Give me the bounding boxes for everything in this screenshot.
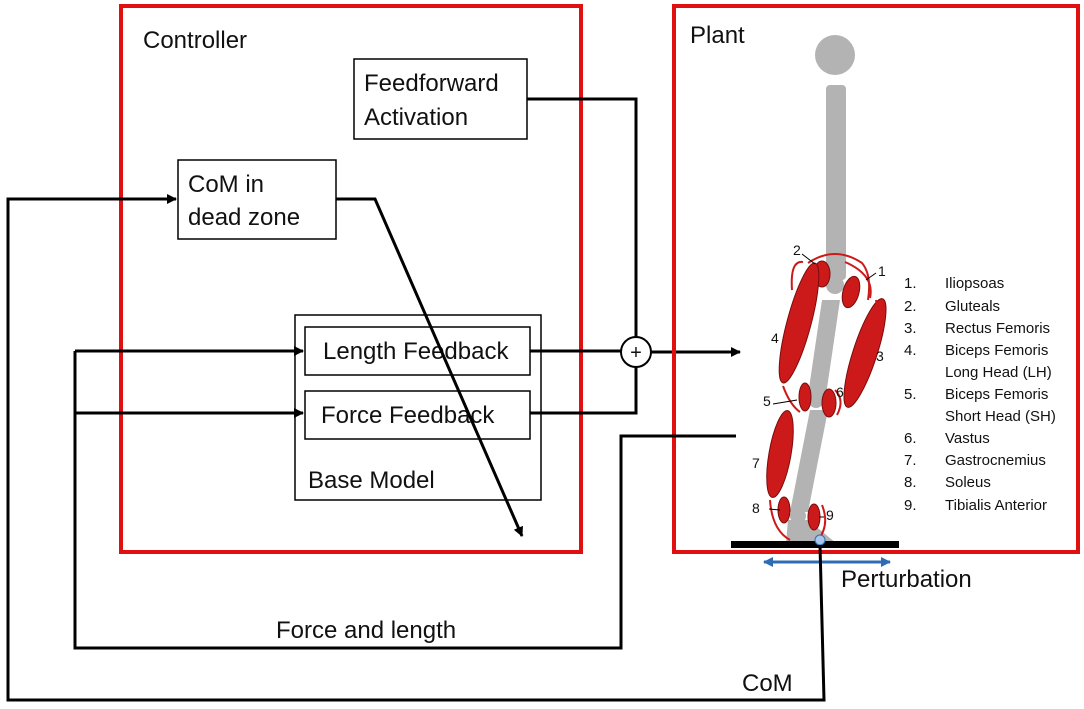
- ground-platform: [731, 541, 899, 548]
- com-dead-zone-label: CoM in dead zone: [188, 171, 300, 231]
- force-feedback-box: [304, 390, 531, 440]
- head-shape: [815, 35, 855, 75]
- plant-title: Plant: [690, 22, 745, 49]
- muscle-number-3: 3: [876, 348, 884, 364]
- legend-num-8: 8.: [904, 474, 917, 491]
- legend-label-9: Tibialis Anterior: [945, 497, 1047, 514]
- legend-num-7: 7.: [904, 452, 917, 469]
- muscle-number-9: 9: [826, 507, 834, 523]
- force-feedback-line: [530, 367, 638, 415]
- muscle-biceps-femoris-lh: [778, 262, 820, 384]
- controller-title: Controller: [143, 27, 247, 54]
- skeleton-figure: [786, 35, 855, 543]
- legend-num-9: 9.: [904, 497, 917, 514]
- legend-label-6: Vastus: [945, 430, 990, 447]
- muscle-biceps-femoris-sh: [798, 382, 812, 412]
- legend-num-4: 4.: [904, 342, 917, 359]
- muscle-number-2: 2: [793, 242, 801, 258]
- muscle-iliopsoas: [841, 275, 861, 309]
- legend-label-4a: Biceps Femoris: [945, 342, 1048, 359]
- legend-label-4b: Long Head (LH): [945, 364, 1052, 381]
- base-model-label: Base Model: [308, 467, 435, 494]
- muscle-number-8: 8: [752, 500, 760, 516]
- force-and-length-label: Force and length: [276, 617, 456, 644]
- feedforward-line: [527, 97, 638, 337]
- legend-num-1: 1.: [904, 275, 917, 292]
- legend-label-1: Iliopsoas: [945, 275, 1004, 292]
- muscle-number-7: 7: [752, 455, 760, 471]
- legend-label-5a: Biceps Femoris: [945, 386, 1048, 403]
- muscle-vastus: [821, 388, 837, 418]
- dead-zone-gating-arrow: [336, 197, 524, 537]
- com-dead-zone-box: [177, 159, 337, 240]
- legend-label-2: Gluteals: [945, 298, 1000, 315]
- com-label: CoM: [742, 670, 793, 697]
- muscle-number-6: 6: [836, 384, 844, 400]
- muscle-number-4: 4: [771, 330, 779, 346]
- legend-num-6: 6.: [904, 430, 917, 447]
- muscle-rectus-femoris: [843, 298, 887, 408]
- muscle-legend: 1. Iliopsoas 2. Gluteals 3. Rectus Femor…: [904, 275, 1056, 514]
- length-feedback-label: Length Feedback: [323, 338, 509, 365]
- muscle-tibialis-anterior: [807, 503, 821, 531]
- legend-label-7: Gastrocnemius: [945, 452, 1046, 469]
- feedforward-activation-box: [353, 58, 528, 140]
- force-length-loop-line: [73, 351, 736, 650]
- perturbation-label: Perturbation: [841, 566, 972, 593]
- shank-segment: [790, 410, 828, 512]
- com-marker: [814, 534, 826, 546]
- thigh-segment: [808, 300, 840, 395]
- length-feedback-box: [304, 326, 531, 376]
- knee-joint: [808, 392, 824, 408]
- muscle-gastrocnemius: [766, 410, 794, 498]
- legend-num-3: 3.: [904, 320, 917, 337]
- plant-box: [672, 4, 1080, 554]
- legend-label-3: Rectus Femoris: [945, 320, 1050, 337]
- legend-label-5b: Short Head (SH): [945, 408, 1056, 425]
- legend-num-2: 2.: [904, 298, 917, 315]
- muscle-number-5: 5: [763, 393, 771, 409]
- muscle-group: [766, 260, 887, 531]
- legend-label-8: Soleus: [945, 474, 991, 491]
- legend-num-5: 5.: [904, 386, 917, 403]
- hip-joint: [826, 276, 844, 294]
- feedforward-label: Feedforward Activation: [364, 70, 505, 131]
- controller-box: [119, 4, 583, 554]
- com-loop-line: [6, 194, 826, 702]
- summing-junction-symbol: +: [630, 342, 642, 364]
- muscle-number-1: 1: [878, 263, 886, 279]
- muscle-number-labels: [768, 253, 877, 518]
- trunk-segment: [826, 85, 846, 280]
